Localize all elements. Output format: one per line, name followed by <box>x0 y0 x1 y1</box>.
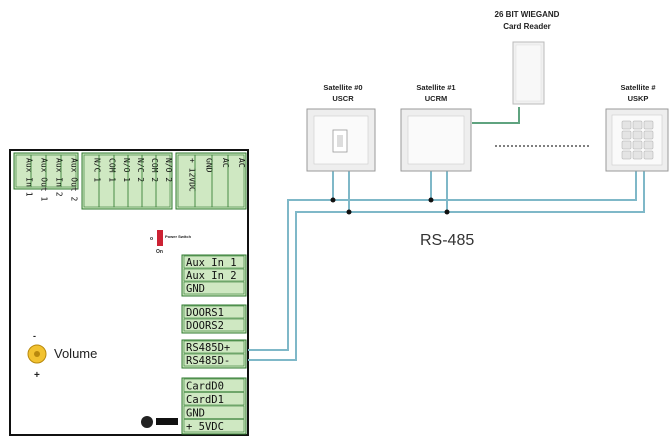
keypad-key <box>643 150 654 160</box>
keypad-key <box>632 120 643 130</box>
terminal-label-rs485: RS485D- <box>186 355 230 367</box>
wiegand-wire <box>472 107 520 124</box>
power-switch-on: On <box>156 249 163 255</box>
terminal-label-aux: Aux In 2 <box>186 270 237 282</box>
power-switch: Power Switch o On <box>150 230 192 255</box>
top-terminal-label: COM 1 <box>108 158 117 182</box>
volume-minus: - <box>33 331 36 341</box>
wiegand-card-reader: 26 BIT WIEGAND Card Reader <box>495 10 560 105</box>
top-terminal-label: N/O 2 <box>164 158 173 182</box>
terminal-block-relays <box>81 152 173 210</box>
top-terminal-cell <box>227 154 245 208</box>
terminal-block-power <box>175 152 247 210</box>
terminal-label-aux: Aux In 1 <box>186 257 237 269</box>
wire-junctions <box>330 197 450 215</box>
satellite-1-model: UCRM <box>425 94 448 103</box>
terminal-label-door: DOORS2 <box>186 320 224 332</box>
keypad-icon <box>621 120 654 160</box>
power-switch-label: Power Switch <box>165 234 192 239</box>
top-terminal-cell <box>155 154 171 208</box>
volume-label: Volume <box>54 346 97 361</box>
terminal-group-aux <box>181 254 247 297</box>
top-terminal-label: Aux In 1 <box>25 158 34 197</box>
terminal-label-door: DOORS1 <box>186 307 224 319</box>
satellite-0-name: Satellite #0 <box>323 83 362 92</box>
rs485-bus-wires <box>248 107 645 361</box>
terminal-cell <box>183 318 245 332</box>
terminal-cell <box>183 392 245 406</box>
volume-control: - + Volume <box>27 331 97 381</box>
keypad-key <box>621 150 632 160</box>
terminal-cell <box>183 419 245 433</box>
satellite-n: Satellite # USKP <box>605 83 669 172</box>
volume-plus: + <box>34 370 40 381</box>
card-reader-subtitle: Card Reader <box>503 22 551 31</box>
terminal-cell <box>183 255 245 269</box>
keypad-key <box>632 130 643 140</box>
satellite-1: Satellite #1 UCRM <box>400 83 472 172</box>
terminal-label-card: GND <box>186 408 205 420</box>
satellite-n-model: USKP <box>628 94 649 103</box>
top-terminal-label: N/O 1 <box>122 158 131 182</box>
top-terminal-cell <box>60 154 77 188</box>
satellite-1-name: Satellite #1 <box>416 83 455 92</box>
top-terminal-label: N/C 1 <box>93 158 102 182</box>
terminal-label-aux: GND <box>186 283 205 295</box>
keypad-key <box>621 130 632 140</box>
keypad-key <box>632 150 643 160</box>
keypad-key <box>643 130 654 140</box>
terminal-cell <box>183 281 245 295</box>
power-switch-off: o <box>150 236 153 242</box>
terminal-cell <box>183 340 245 354</box>
top-terminal-label: Aux Out 2 <box>70 158 79 202</box>
terminal-cell <box>183 305 245 319</box>
top-terminal-label: + 12VDC <box>188 158 197 192</box>
keypad-key <box>621 140 632 150</box>
satellite-0: Satellite #0 USCR <box>306 83 376 172</box>
top-terminal-label: Aux In 2 <box>55 158 64 197</box>
terminal-label-card: CardD1 <box>186 394 224 406</box>
top-terminal-label: AC <box>221 158 230 168</box>
top-terminal-strip: Aux In 1 Aux Out 1 Aux In 2 Aux Out 2 N/C 1 C… <box>13 152 247 210</box>
rs485-wire-b <box>248 170 645 361</box>
keypad-key <box>643 120 654 130</box>
terminal-label-card: + 5VDC <box>186 421 224 433</box>
audio-jack-icon <box>141 416 153 428</box>
top-terminal-label: COM 2 <box>150 158 159 182</box>
terminal-label-rs485: RS485D+ <box>186 342 230 354</box>
terminal-cell <box>183 405 245 419</box>
top-terminal-label: N/C 2 <box>136 158 145 182</box>
keypad-key <box>632 140 643 150</box>
rs485-bus-label: RS-485 <box>420 232 474 249</box>
top-terminal-label: GND <box>205 158 214 173</box>
terminal-label-card: CardD0 <box>186 381 224 393</box>
terminal-cell <box>183 268 245 282</box>
terminal-cell <box>183 378 245 392</box>
satellite-0-model: USCR <box>332 94 354 103</box>
top-terminal-label: Aux Out 1 <box>40 158 49 202</box>
terminal-cell <box>183 353 245 367</box>
card-reader-title: 26 BIT WIEGAND <box>495 10 560 19</box>
satellite-n-name: Satellite # <box>620 83 656 92</box>
connector-icon <box>156 418 178 425</box>
top-terminal-label: AC <box>237 158 246 168</box>
rs485-wire-a <box>248 170 637 351</box>
keypad-key <box>621 120 632 130</box>
power-switch-toggle <box>157 230 163 246</box>
keypad-key <box>643 140 654 150</box>
